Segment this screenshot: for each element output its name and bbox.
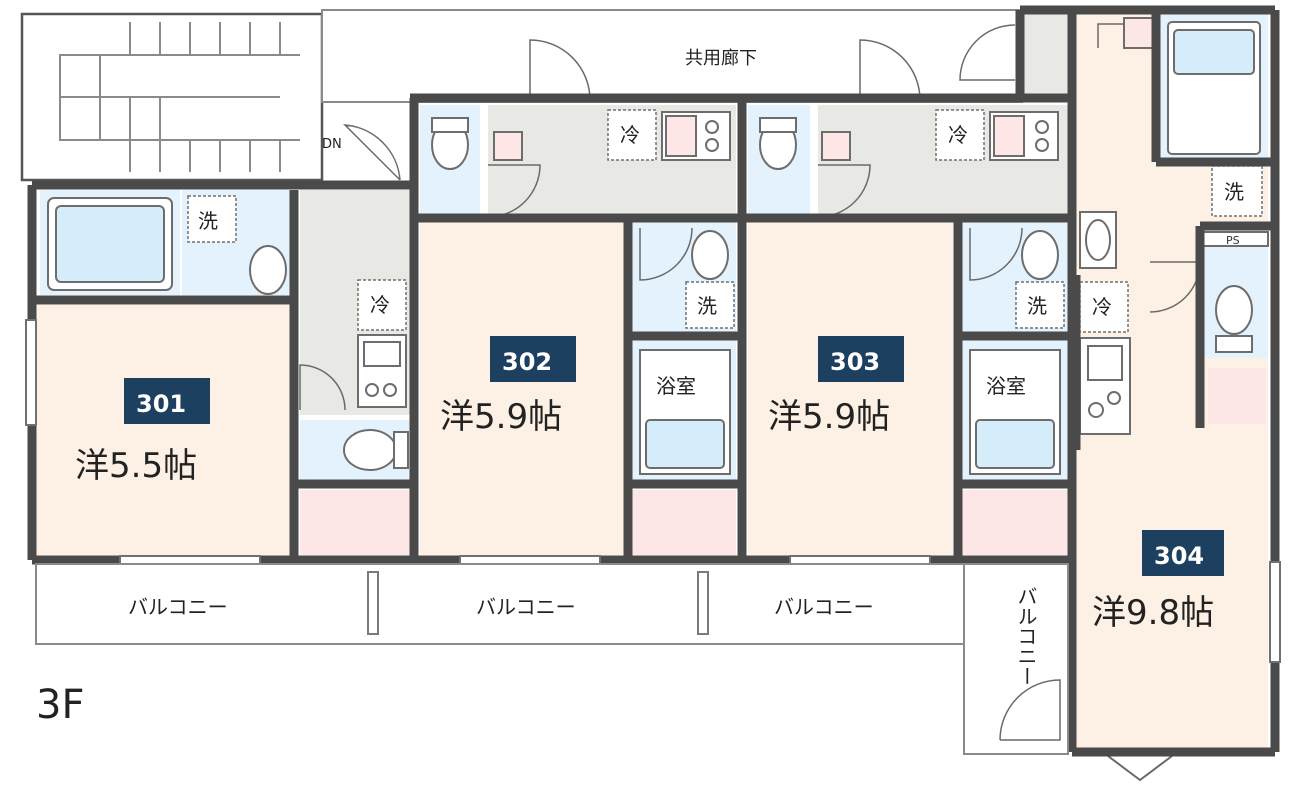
stairs-down-label: DN	[322, 137, 342, 152]
balconies	[35, 563, 1069, 755]
washer-label-302: 洗	[697, 294, 717, 318]
fridge-label-302: 冷	[620, 123, 640, 147]
balcony-label-301: バルコニー	[128, 595, 228, 619]
washer-label-303: 洗	[1027, 294, 1047, 318]
unit-304-room-size: 洋9.8帖	[1092, 593, 1214, 633]
balcony-label-302: バルコニー	[476, 595, 576, 619]
unit-303-badge	[818, 336, 904, 382]
floor-label: 3F	[36, 682, 84, 728]
bath-label-303: 浴室	[986, 374, 1026, 398]
balcony-label-304: バルコニー	[1014, 586, 1038, 686]
unit-303-room-size: 洋5.9帖	[768, 397, 890, 437]
fridge-label-304: 冷	[1092, 295, 1112, 319]
unit-301-badge	[124, 378, 210, 424]
unit-304-number: 304	[1154, 542, 1204, 570]
unit-301-room-size: 洋5.5帖	[75, 446, 197, 486]
unit-302-badge	[490, 336, 576, 382]
ps-label-304: PS	[1226, 234, 1240, 247]
fridge-label-303: 冷	[948, 123, 968, 147]
unit-301-number: 301	[136, 390, 186, 418]
unit-304-badge	[1142, 530, 1224, 576]
unit-302-room-size: 洋5.9帖	[440, 397, 562, 437]
unit-302-number: 302	[502, 348, 552, 376]
bath-label-302: 浴室	[656, 374, 696, 398]
balcony-label-303: バルコニー	[774, 595, 874, 619]
fridge-label-301: 冷	[370, 293, 390, 317]
unit-303-number: 303	[830, 348, 880, 376]
washer-label-301: 洗	[198, 209, 218, 233]
windows	[25, 319, 1281, 663]
shared-corridor	[321, 9, 1023, 103]
staircase	[20, 12, 324, 182]
shared-corridor-label: 共用廊下	[685, 48, 757, 69]
washer-label-304: 洗	[1224, 180, 1244, 204]
